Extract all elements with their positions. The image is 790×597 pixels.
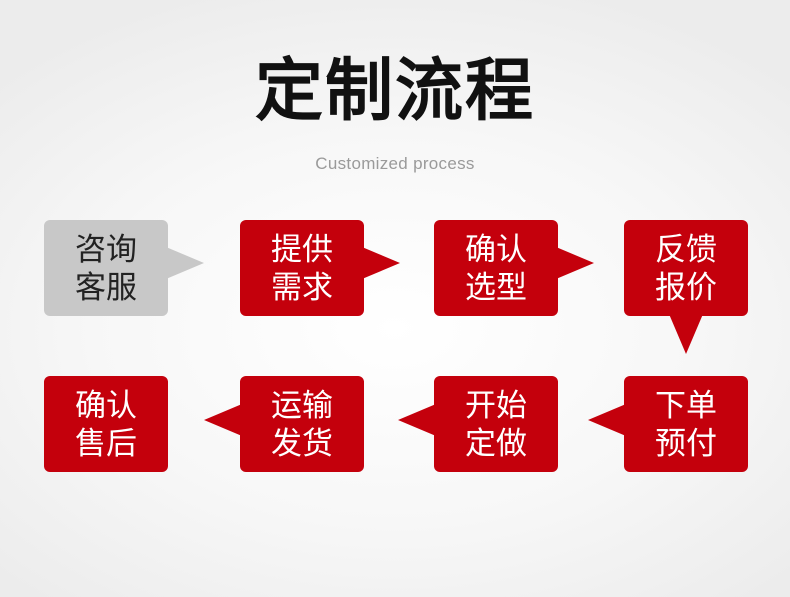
step-label-line1: 运输 [271, 387, 333, 424]
arrow-down-icon [669, 314, 703, 354]
step-label-line1: 提供 [271, 231, 333, 268]
step-label-line2: 售后 [75, 425, 137, 462]
step-ship: 运输发货 [240, 376, 364, 472]
step-label-line2: 报价 [655, 269, 717, 306]
step-label-line2: 需求 [271, 269, 333, 306]
step-label-line2: 客服 [75, 269, 137, 306]
step-label-line1: 咨询 [75, 231, 137, 268]
arrow-left-icon [398, 404, 436, 436]
step-after-sales: 确认售后 [44, 376, 168, 472]
step-label-line2: 定做 [465, 425, 527, 462]
step-start-production: 开始定做 [434, 376, 558, 472]
arrow-left-icon [588, 404, 626, 436]
arrow-right-icon [362, 247, 400, 279]
step-provide-requirements: 提供需求 [240, 220, 364, 316]
step-label-line1: 下单 [655, 387, 717, 424]
step-label-line2: 发货 [271, 425, 333, 462]
arrow-right-icon [556, 247, 594, 279]
step-label-line1: 开始 [465, 387, 527, 424]
step-feedback-quote: 反馈报价 [624, 220, 748, 316]
step-label-line1: 确认 [465, 231, 527, 268]
step-label-line2: 选型 [465, 269, 527, 306]
step-label-line1: 确认 [75, 387, 137, 424]
arrow-left-icon [204, 404, 242, 436]
page-subtitle: Customized process [315, 154, 475, 173]
step-order-prepay: 下单预付 [624, 376, 748, 472]
page-title: 定制流程 [254, 52, 535, 131]
step-label-line2: 预付 [655, 425, 717, 462]
step-label-line1: 反馈 [655, 231, 717, 268]
step-confirm-model: 确认选型 [434, 220, 558, 316]
step-consult-service: 咨询客服 [44, 220, 168, 316]
arrow-right-icon [166, 247, 204, 279]
